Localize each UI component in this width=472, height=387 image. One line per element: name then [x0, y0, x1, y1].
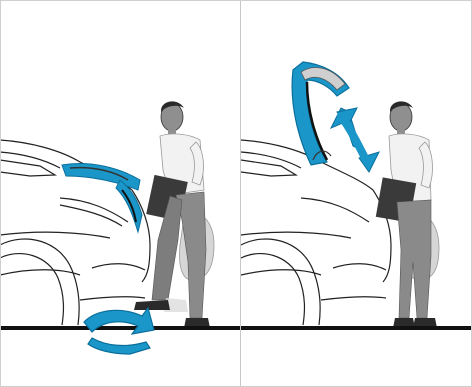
kick-arrow-icon	[84, 308, 154, 354]
kick-sensor-scene	[0, 0, 240, 387]
ground-line	[241, 326, 472, 330]
panel-liftgate-open	[241, 0, 472, 387]
tailgate-highlight	[62, 163, 142, 232]
liftgate-open-scene	[241, 0, 472, 387]
ground-line	[0, 326, 240, 330]
person-figure	[134, 101, 214, 328]
person-figure	[376, 101, 439, 328]
panel-kick-sensor	[0, 0, 240, 387]
wheel-arch	[0, 239, 79, 325]
wheel-arch	[241, 239, 320, 325]
open-close-arrow-icon	[331, 108, 379, 172]
